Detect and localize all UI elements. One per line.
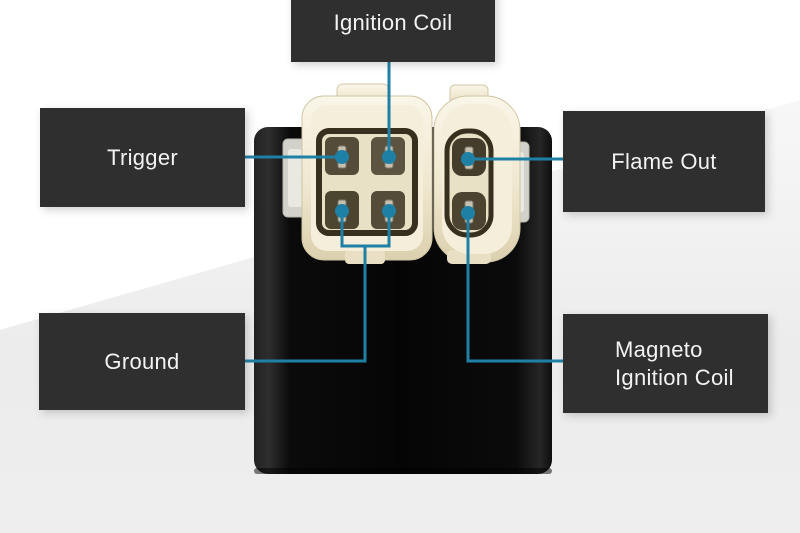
pin-marker-trigger bbox=[335, 150, 349, 164]
label-magneto-line2: Ignition Coil bbox=[615, 364, 734, 390]
label-ignition-coil-text: Ignition Coil bbox=[333, 10, 453, 35]
two-pin-connector bbox=[433, 84, 521, 264]
label-flame-out: Flame Out bbox=[563, 111, 765, 212]
pin-marker-ground-b bbox=[382, 204, 396, 218]
callout-line-magneto bbox=[466, 213, 563, 363]
label-trigger: Trigger bbox=[40, 108, 245, 207]
label-magneto-line1: Magneto bbox=[615, 337, 703, 362]
label-flame-out-text: Flame Out bbox=[611, 148, 717, 174]
pin-marker-flame-out bbox=[461, 152, 475, 166]
pin-marker-magneto bbox=[461, 206, 475, 220]
pin-marker-ignition-coil bbox=[382, 150, 396, 164]
label-ignition-coil: Ignition Coil bbox=[291, 0, 495, 62]
pin-markers bbox=[335, 150, 475, 220]
four-pin-connector bbox=[301, 83, 433, 264]
label-trigger-text: Trigger bbox=[107, 144, 178, 170]
pin-marker-ground-a bbox=[335, 204, 349, 218]
label-ground: Ground bbox=[39, 313, 245, 410]
label-magneto-ignition-coil: Magneto Ignition Coil bbox=[563, 314, 768, 413]
callout-line-ground bbox=[245, 211, 391, 363]
label-ground-text: Ground bbox=[104, 348, 180, 374]
callout-lines bbox=[245, 62, 563, 363]
